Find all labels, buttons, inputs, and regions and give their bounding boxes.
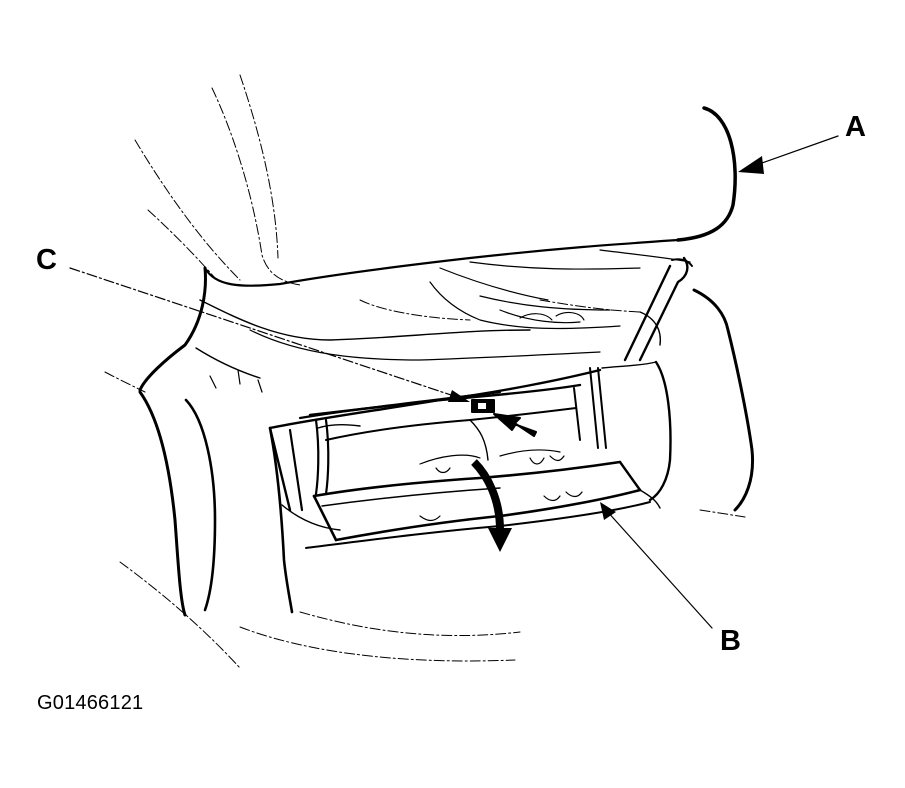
background-contours (104, 74, 746, 669)
leader-arrowheads (448, 156, 764, 520)
latch-clip (471, 399, 495, 413)
figure-id: G01466121 (37, 692, 144, 714)
callout-label-b: B (720, 625, 741, 657)
leader-lines (69, 135, 839, 629)
inner-lid (308, 383, 582, 496)
callout-label-c: C (36, 244, 57, 276)
console-top (199, 256, 693, 362)
curved-arrow-icon (471, 459, 512, 552)
callout-label-a: A (845, 111, 866, 143)
push-arrow-icon (493, 413, 537, 437)
console-body (138, 288, 755, 617)
